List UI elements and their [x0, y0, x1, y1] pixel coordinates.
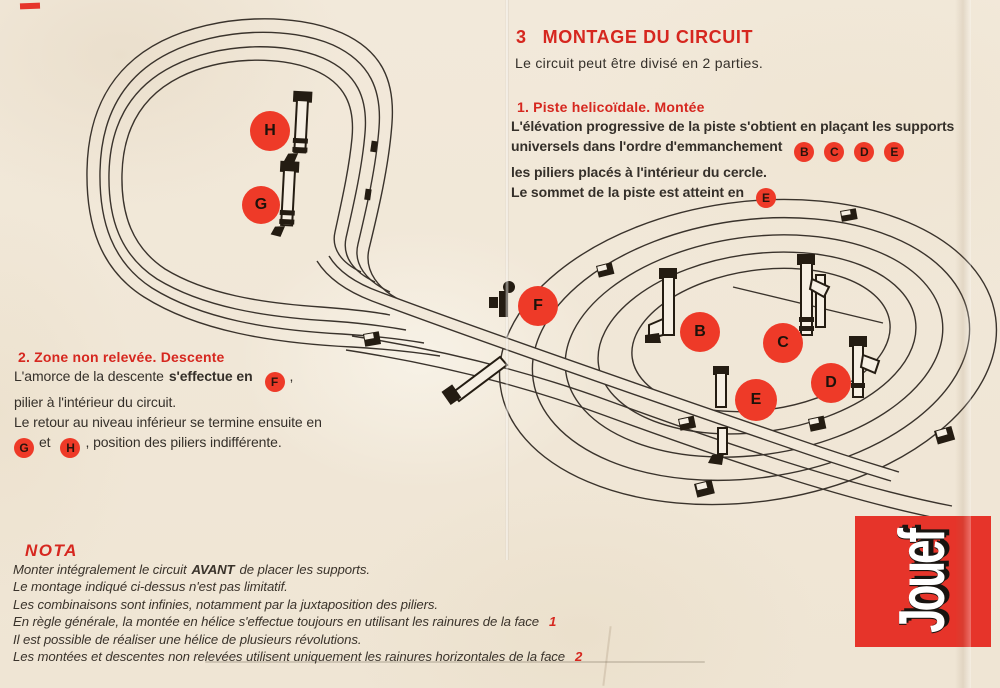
- pillar-e: [708, 366, 729, 465]
- title-text: MONTAGE DU CIRCUIT: [542, 27, 754, 47]
- diagram-marker-f: F: [518, 286, 558, 326]
- faint-pencil-line: [205, 661, 705, 663]
- line-text: L'amorce de la descente: [14, 368, 164, 384]
- nota-heading: NOTA: [25, 541, 78, 560]
- section2-line3: Le retour au niveau inférieur se termine…: [14, 414, 322, 430]
- section1-heading: 1. Piste helicoïdale. Montée: [517, 99, 705, 115]
- line-text: Le sommet de la piste est atteint en: [511, 184, 744, 200]
- pillar-b: [645, 268, 677, 343]
- diagram-marker-h: H: [250, 111, 290, 151]
- page-title: 3 MONTAGE DU CIRCUIT: [516, 27, 753, 48]
- line-text: Les montées et descentes non relevées ut…: [13, 649, 566, 665]
- pillar-h: [283, 90, 313, 164]
- line-text: , position des piliers indifférente.: [85, 434, 282, 450]
- section2-line2: pilier à l'intérieur du circuit.: [14, 394, 177, 410]
- face-number-2: 2: [575, 649, 583, 665]
- nota-line3: Les combinaisons sont infinies, notammen…: [13, 596, 438, 612]
- red-print-mark: [19, 2, 41, 10]
- pillar-f: [489, 281, 515, 317]
- paper-edge-right: [955, 0, 971, 688]
- nota-body: Monter intégralement le circuit AVANT de p…: [13, 561, 693, 665]
- section1-line1: L'élévation progressive de la piste s'ob…: [511, 116, 997, 136]
- marker-letter: G: [254, 196, 268, 213]
- marker-letter: E: [750, 391, 762, 408]
- line-text: les piliers placés à l'intérieur du cerc…: [511, 164, 767, 180]
- diagram-marker-d: D: [811, 363, 851, 403]
- badge-b: B: [794, 142, 815, 162]
- intro-text: Le circuit peut être divisé en 2 parties…: [515, 55, 764, 71]
- diagram-marker-g: G: [242, 186, 280, 224]
- line-text-bold: s'effectue en: [168, 368, 253, 384]
- badge-d: D: [854, 142, 875, 162]
- nota-line5: Il est possible de réaliser une hélice d…: [13, 631, 362, 647]
- nota-line1: Monter intégralement le circuit AVANT de p…: [13, 561, 693, 578]
- badge-e: E: [884, 142, 905, 162]
- section1-body: L'élévation progressive de la piste s'ob…: [511, 116, 997, 208]
- diagram-marker-e: E: [735, 379, 777, 421]
- marker-letter: B: [694, 323, 706, 340]
- pillar-d: [849, 336, 881, 398]
- line-text-bold: AVANT: [191, 562, 235, 577]
- badge-e-summit: E: [755, 188, 776, 208]
- marker-letter: D: [825, 374, 837, 391]
- nota-line6: Les montées et descentes non relevées ut…: [13, 648, 693, 665]
- jouef-logo-text: Jouef: [885, 530, 959, 633]
- badge-h: H: [60, 438, 81, 458]
- line-text: universels dans l'ordre d'emmanchement: [511, 138, 783, 154]
- line-text: de placer les supports.: [239, 562, 370, 577]
- diagram-marker-c: C: [763, 323, 803, 363]
- line-text: ,: [289, 368, 294, 384]
- badge-g: G: [14, 438, 34, 458]
- marker-letter: C: [777, 334, 789, 351]
- line-text: En règle générale, la montée en hélice s…: [13, 614, 539, 630]
- section1-line4: Le sommet de la piste est atteint en E: [511, 182, 997, 208]
- wedge-blocks: [363, 208, 956, 498]
- line-text: L'élévation progressive de la piste s'ob…: [511, 118, 955, 134]
- pillar-c: [797, 254, 831, 336]
- nota-line2: Le montage indiqué ci-dessus n'est pas l…: [13, 579, 288, 595]
- return-track-sweep: [345, 335, 953, 521]
- face-number-1: 1: [548, 614, 557, 630]
- descent-straight-track: [316, 255, 900, 482]
- nota-line4: En règle générale, la montée en hélice s…: [13, 613, 693, 630]
- marker-letter: H: [264, 122, 276, 139]
- badge-f: F: [264, 372, 285, 392]
- section2-heading: 2. Zone non relevée. Descente: [18, 349, 225, 365]
- helix-spiral-track: [498, 198, 998, 506]
- line-text: et: [39, 434, 51, 450]
- jouef-logo: Jouef: [855, 516, 991, 647]
- marker-letter: F: [533, 297, 543, 314]
- line-text: Monter intégralement le circuit: [13, 562, 187, 577]
- section-number: 3: [516, 27, 527, 47]
- diagram-marker-b: B: [680, 312, 720, 352]
- fold-crease-vertical: [505, 0, 509, 560]
- pillar-supports: [270, 90, 956, 498]
- badge-c: C: [824, 142, 845, 162]
- pillar-g: [270, 160, 300, 237]
- loop-track: [86, 18, 441, 357]
- section1-line3: les piliers placés à l'intérieur du cerc…: [511, 162, 997, 182]
